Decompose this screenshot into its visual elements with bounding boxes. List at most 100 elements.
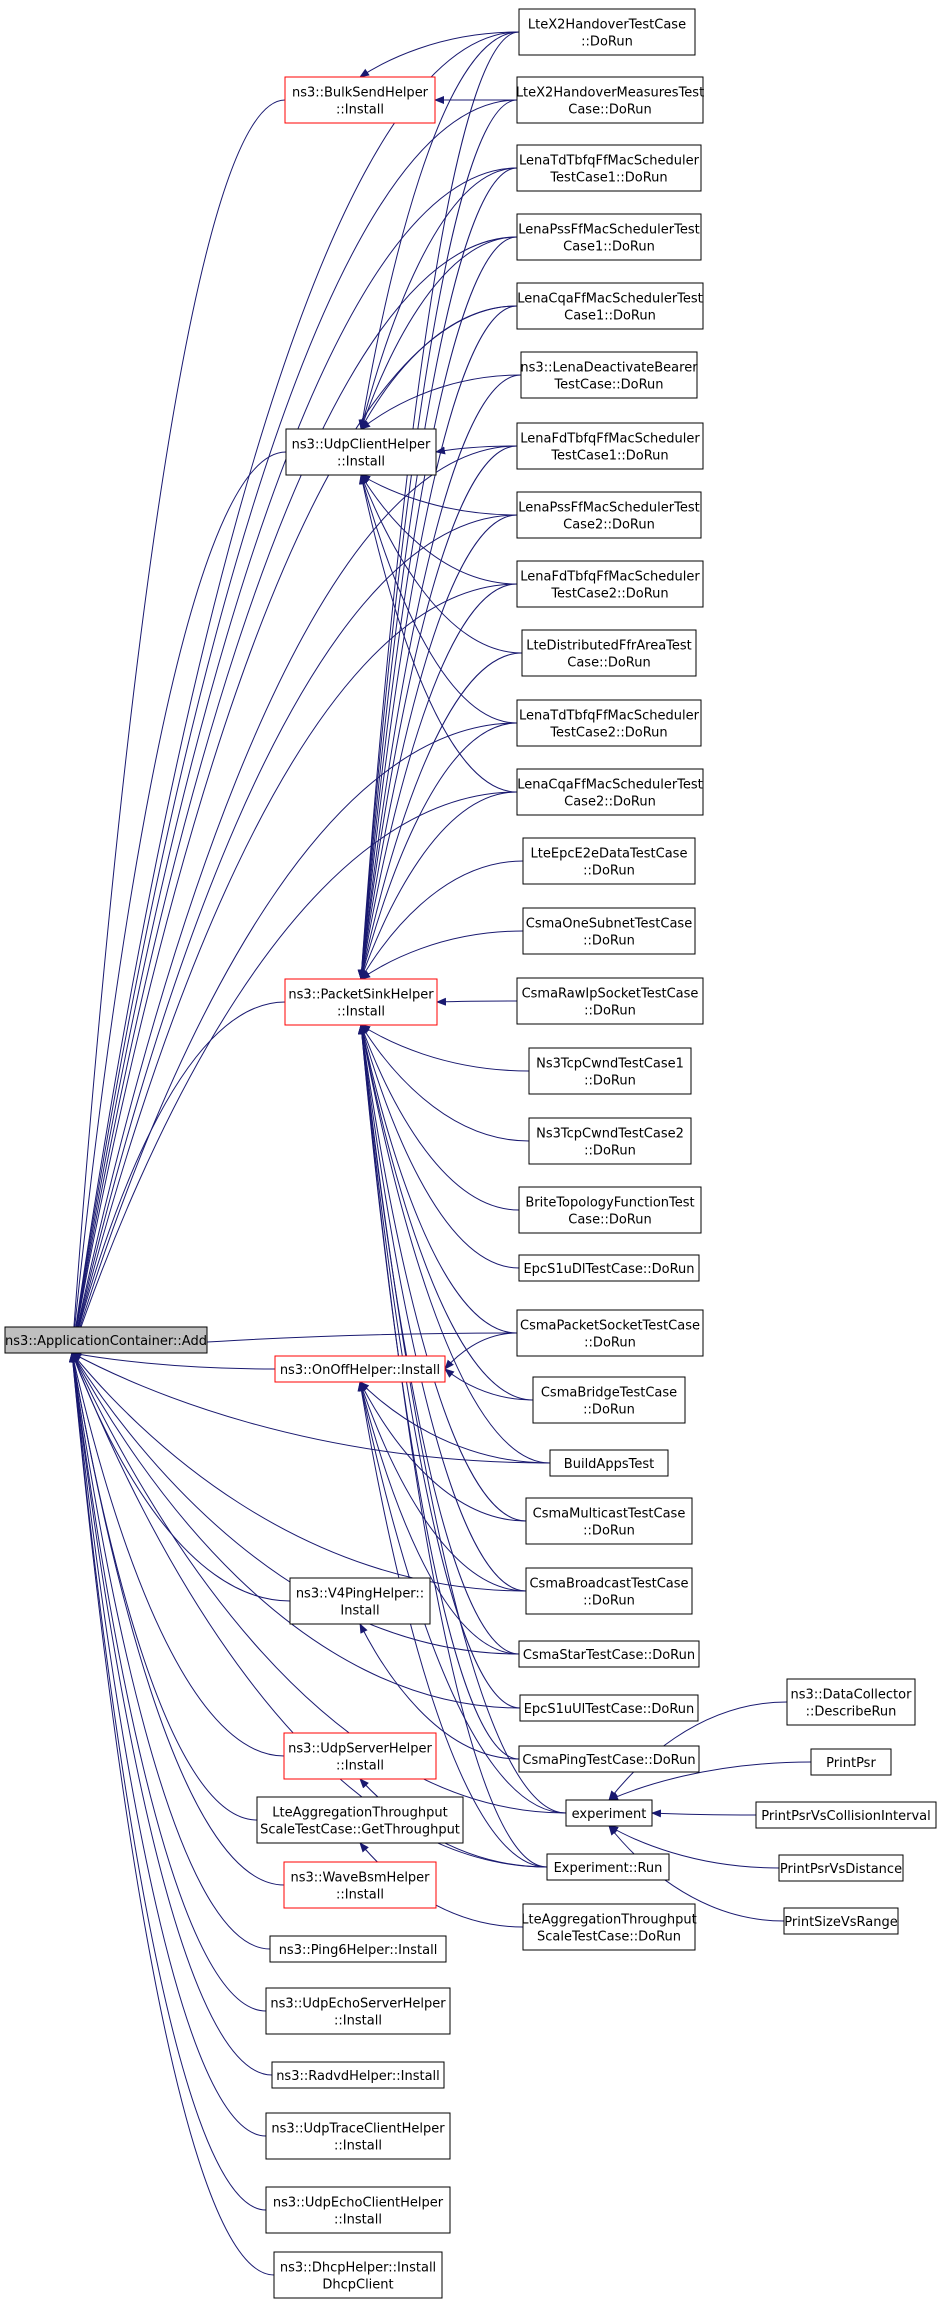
- edge-lenatdtbfq1-to-udpclient: [359, 167, 518, 430]
- node-ping6[interactable]: ns3::Ping6Helper::Install: [269, 1935, 447, 1963]
- node-radvd[interactable]: ns3::RadvdHelper::Install: [271, 2061, 445, 2089]
- node-experimentrun[interactable]: Experiment::Run: [546, 1853, 670, 1881]
- node-label-line: LenaCqaFfMacSchedulerTest: [517, 778, 703, 793]
- node-box: [4, 1326, 208, 1354]
- edge-lenafdtbfq1-to-udpclient: [435, 445, 518, 455]
- node-box: [810, 1748, 892, 1776]
- node-label-line: CsmaPacketSocketTestCase: [520, 1319, 700, 1334]
- edge-datacollector-to-experiment: [608, 1701, 788, 1801]
- node-buildapps[interactable]: BuildAppsTest: [549, 1449, 669, 1477]
- node-label-line: ScaleTestCase::DoRun: [537, 1930, 681, 1945]
- edge-buildapps-to-onoff: [359, 1381, 551, 1464]
- node-udpserver[interactable]: ns3::UdpServerHelper::Install: [283, 1732, 437, 1780]
- node-box: [528, 1117, 692, 1165]
- node-lteepce2e[interactable]: LteEpcE2eDataTestCase::DoRun: [522, 837, 696, 885]
- node-experiment[interactable]: experiment: [565, 1799, 653, 1827]
- node-epcs1udl[interactable]: EpcS1uDlTestCase::DoRun: [518, 1254, 700, 1282]
- edge-udpechoclient-to-root: [68, 1352, 267, 2211]
- node-lteaggget[interactable]: LteAggregationThroughputScaleTestCase::G…: [256, 1796, 464, 1844]
- node-label-line: ns3::WaveBsmHelper: [290, 1871, 430, 1886]
- node-csmabroadcast[interactable]: CsmaBroadcastTestCase::DoRun: [525, 1567, 693, 1615]
- node-box: [516, 144, 702, 192]
- node-csmaping[interactable]: CsmaPingTestCase::DoRun: [518, 1745, 700, 1773]
- node-label-line: Experiment::Run: [554, 1861, 663, 1876]
- node-label-line: LenaTdTbfqFfMacScheduler: [519, 154, 700, 169]
- node-label-line: ns3::ApplicationContainer::Add: [5, 1334, 207, 1349]
- node-label-line: EpcS1uUlTestCase::DoRun: [524, 1702, 695, 1717]
- edge-ltedistffr-to-packetsink: [358, 652, 523, 980]
- edge-epcs1udl-to-packetsink: [359, 1024, 520, 1269]
- edge-lenadeact-to-udpclient: [360, 374, 522, 430]
- node-label-line: LenaTdTbfqFfMacScheduler: [519, 709, 700, 724]
- node-box: [284, 978, 438, 1026]
- node-bulksend[interactable]: ns3::BulkSendHelper::Install: [284, 76, 436, 124]
- node-label-line: ::DoRun: [583, 1524, 635, 1539]
- edge-experiment-to-onoff: [357, 1381, 567, 1814]
- node-udptrace[interactable]: ns3::UdpTraceClientHelper::Install: [265, 2112, 451, 2160]
- node-printpsr[interactable]: PrintPsr: [810, 1748, 892, 1776]
- node-onoff[interactable]: ns3::OnOffHelper::Install: [274, 1355, 446, 1383]
- node-label-line: ns3::DataCollector: [791, 1688, 913, 1703]
- node-ns3tcpcwnd2[interactable]: Ns3TcpCwndTestCase2::DoRun: [528, 1117, 692, 1165]
- node-lteaggdorun[interactable]: LteAggregationThroughputScaleTestCase::D…: [521, 1903, 697, 1951]
- node-datacollector[interactable]: ns3::DataCollector::DescribeRun: [786, 1678, 916, 1726]
- node-label-line: ::DoRun: [583, 934, 635, 949]
- node-printpsrvsdist[interactable]: PrintPsrVsDistance: [778, 1854, 904, 1882]
- node-wavebsm[interactable]: ns3::WaveBsmHelper::Install: [283, 1861, 437, 1909]
- edge-udpclient-to-root: [68, 451, 287, 1354]
- node-label-line: Install: [340, 1604, 379, 1619]
- edge-csmabridge-to-packetsink: [358, 1024, 534, 1401]
- edge-radvd-to-root: [69, 1352, 273, 2076]
- node-label-line: LenaFdTbfqFfMacScheduler: [520, 432, 700, 447]
- node-label-line: PrintPsrVsDistance: [780, 1862, 902, 1877]
- node-box: [521, 629, 697, 677]
- node-label-line: ns3::Ping6Helper::Install: [279, 1943, 438, 1958]
- node-label-line: Case::DoRun: [568, 103, 651, 118]
- node-box: [516, 768, 704, 816]
- node-csmapacketsocket[interactable]: CsmaPacketSocketTestCase::DoRun: [516, 1309, 704, 1357]
- nodes-layer: ns3::ApplicationContainer::Add ns3::BulkS…: [4, 8, 937, 2299]
- node-label-line: ::DoRun: [584, 1336, 636, 1351]
- node-ltex2ho[interactable]: LteX2HandoverTestCase::DoRun: [518, 8, 696, 56]
- node-box: [274, 1355, 446, 1383]
- node-udpechoserver[interactable]: ns3::UdpEchoServerHelper::Install: [265, 1987, 451, 2035]
- node-csmabridge[interactable]: CsmaBridgeTestCase::DoRun: [532, 1376, 686, 1424]
- node-epcs1uul[interactable]: EpcS1uUlTestCase::DoRun: [519, 1694, 699, 1722]
- node-box: [528, 1047, 692, 1095]
- node-printpsrvscoll[interactable]: PrintPsrVsCollisionInterval: [755, 1801, 937, 1829]
- node-label-line: ns3::V4PingHelper::: [296, 1587, 424, 1602]
- node-label-line: CsmaBridgeTestCase: [541, 1386, 677, 1401]
- edge-lenapss1-to-root: [69, 236, 518, 1354]
- edge-csmabroadcast-to-root: [71, 1352, 527, 1592]
- node-label-line: ::DoRun: [584, 1144, 636, 1159]
- node-udpclient[interactable]: ns3::UdpClientHelper::Install: [285, 428, 437, 476]
- node-csmastar[interactable]: CsmaStarTestCase::DoRun: [518, 1640, 700, 1668]
- node-root[interactable]: ns3::ApplicationContainer::Add: [4, 1326, 208, 1354]
- node-box: [532, 1376, 686, 1424]
- edge-lenapss1-to-udpclient: [360, 236, 518, 430]
- node-label-line: ns3::RadvdHelper::Install: [276, 2069, 440, 2084]
- node-packetsink[interactable]: ns3::PacketSinkHelper::Install: [284, 978, 438, 1026]
- node-label-line: BriteTopologyFunctionTest: [525, 1196, 694, 1211]
- node-label-line: LenaPssFfMacSchedulerTest: [518, 501, 699, 516]
- node-csmaonesubnet[interactable]: CsmaOneSubnetTestCase::DoRun: [522, 907, 696, 955]
- node-ns3tcpcwnd1[interactable]: Ns3TcpCwndTestCase1::DoRun: [528, 1047, 692, 1095]
- node-csmamulticast[interactable]: CsmaMulticastTestCase::DoRun: [525, 1497, 693, 1545]
- node-csmarawip[interactable]: CsmaRawIpSocketTestCase::DoRun: [516, 977, 704, 1025]
- node-printsizevsrange[interactable]: PrintSizeVsRange: [783, 1907, 899, 1935]
- node-v4ping[interactable]: ns3::V4PingHelper::Install: [289, 1577, 431, 1625]
- node-udpechoclient[interactable]: ns3::UdpEchoClientHelper::Install: [265, 2186, 451, 2234]
